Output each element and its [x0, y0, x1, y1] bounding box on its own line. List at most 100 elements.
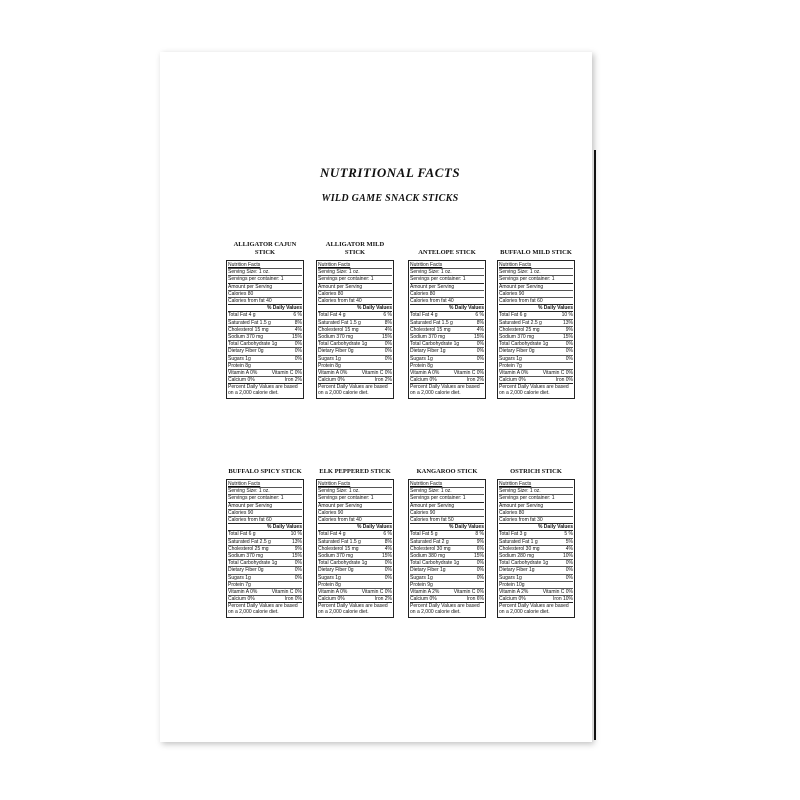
nutrient-value: 15%: [381, 334, 392, 341]
calories: Calories 90: [499, 291, 573, 299]
nutrient-name: Sodium 370 mg: [410, 334, 446, 341]
nutrient-name: Sodium 380 mg: [410, 553, 446, 560]
daily-values-header-text: % Daily Values: [448, 524, 484, 531]
nutrient-value: 0%: [565, 560, 573, 567]
nutrient-name: Vitamin A 0%: [318, 370, 348, 377]
daily-values-header: % Daily Values: [499, 305, 573, 313]
calories-from-fat-text: Calories from fat 60: [499, 298, 543, 305]
nutrient-name: Calcium 0%: [410, 377, 437, 384]
servings-per-container: Servings per container: 1: [228, 276, 302, 284]
calories-text: Calories 80: [228, 290, 254, 297]
calories: Calories 90: [410, 510, 484, 518]
nutrient-name: Total Carbohydrate 1g: [318, 341, 368, 348]
calories-from-fat-text: Calories from fat 40: [318, 517, 362, 524]
nutrient-value: 4%: [565, 545, 573, 552]
nutrient-name: Sodium 370 mg: [228, 334, 264, 341]
serving-size-text: Serving Size: 1 oz.: [499, 269, 541, 276]
product-name: KANGAROO STICK: [416, 467, 478, 475]
nutrient-value: 0%: [565, 341, 573, 348]
nutrient-name: Sugars 1g: [499, 355, 522, 362]
calories: Calories 80: [499, 510, 573, 518]
calories-from-fat-text: Calories from fat 30: [499, 517, 543, 524]
nutrient-name: Saturated Fat 2 g: [410, 538, 449, 545]
nutrient-name: Vitamin A 2%: [410, 589, 440, 596]
daily-values-footnote: Percent Daily Values are based on a 2,00…: [318, 603, 388, 616]
calories: Calories 90: [318, 510, 392, 518]
nutrient-value: 0%: [476, 567, 484, 574]
serving-size-text: Serving Size: 1 oz.: [318, 488, 360, 495]
nutrient-value: 4%: [294, 326, 302, 333]
serving-size: Serving Size: 1 oz.: [410, 269, 484, 277]
nutrient-name: Dietary Fiber 1g: [499, 567, 535, 574]
daily-values-header: % Daily Values: [410, 524, 484, 532]
amount-per-serving-text: Amount per Serving: [228, 502, 273, 509]
amount-per-serving: Amount per Serving: [410, 284, 484, 291]
nutrient-value: Iron 2%: [466, 377, 484, 384]
calories-from-fat: Calories from fat 30: [499, 517, 573, 525]
amount-per-serving: Amount per Serving: [228, 503, 302, 510]
document-title: NUTRITIONAL FACTS: [319, 165, 461, 180]
daily-values-header-text: % Daily Values: [266, 305, 302, 312]
nutrient-value: Iron 6%: [466, 596, 484, 603]
nutrient-value: 0%: [384, 348, 392, 355]
nutrient-name: Protein 10g: [499, 581, 525, 588]
servings-per-container-text: Servings per container: 1: [318, 276, 374, 283]
daily-values-header-text: % Daily Values: [266, 524, 302, 531]
serving-size-text: Serving Size: 1 oz.: [318, 269, 360, 276]
nutrient-name: Calcium 0%: [228, 596, 255, 603]
nutrient-name: Total Carbohydrate 1g: [228, 341, 278, 348]
nutrient-name: Sodium 370 mg: [228, 553, 264, 560]
nutrient-row: Protein 8g: [410, 363, 484, 371]
nutrient-row: Vitamin A 2%Vitamin C 0%: [499, 589, 573, 597]
nutrient-value: 5 %: [564, 531, 573, 538]
nutrient-value: 8%: [384, 538, 392, 545]
nutrient-name: Total Carbohydrate 1g: [410, 341, 460, 348]
daily-values-header: % Daily Values: [410, 305, 484, 313]
nutrient-name: Total Carbohydrate 1g: [228, 560, 278, 567]
serving-size-text: Serving Size: 1 oz.: [228, 488, 270, 495]
nutrient-name: Dietary Fiber 0g: [228, 567, 264, 574]
nutrient-name: Sugars 1g: [410, 355, 433, 362]
nutrient-value: 6%: [476, 545, 484, 552]
servings-per-container-text: Servings per container: 1: [228, 276, 284, 283]
servings-per-container: Servings per container: 1: [318, 276, 392, 284]
nutrient-row: Calcium 0%Iron 0%: [228, 596, 302, 604]
nutrient-value: 10 %: [290, 531, 302, 538]
amount-per-serving-text: Amount per Serving: [410, 502, 455, 509]
nutrient-value: 4%: [476, 326, 484, 333]
daily-values-header: % Daily Values: [228, 524, 302, 532]
amount-per-serving: Amount per Serving: [318, 503, 392, 510]
servings-per-container-text: Servings per container: 1: [228, 495, 284, 502]
servings-per-container: Servings per container: 1: [410, 495, 484, 503]
nutrient-name: Total Fat 4 g: [318, 312, 346, 319]
nutrient-row: Vitamin A 2% Vitamin C 0%: [410, 589, 484, 597]
nutrient-name: Calcium 0%: [499, 377, 526, 384]
daily-values-footnote: Percent Daily Values are based on a 2,00…: [499, 384, 569, 397]
nutrient-value: 0%: [384, 355, 392, 362]
nutrient-name: Cholesterol 15 mg: [410, 326, 451, 333]
nutrient-value: Iron 2%: [284, 377, 302, 384]
nutrient-name: Saturated Fat 1 g: [499, 538, 538, 545]
nutrient-value: Iron 2%: [374, 377, 392, 384]
label-header: Nutrition Facts: [499, 262, 573, 270]
nutrient-value: Vitamin C 0%: [453, 589, 484, 596]
